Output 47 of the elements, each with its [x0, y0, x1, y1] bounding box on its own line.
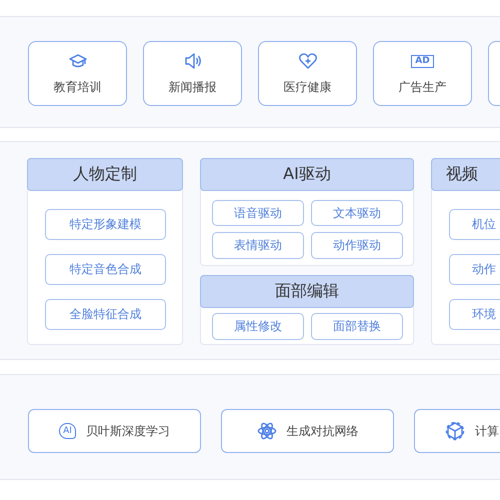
- feature-box: [212, 200, 304, 226]
- technology-label: 生成对抗网络: [286, 422, 358, 440]
- panel-header: 视频: [431, 158, 500, 191]
- feature-label: 机位: [472, 216, 496, 233]
- scenario-card: [373, 41, 472, 106]
- feature-box: [45, 254, 166, 285]
- feature-label: 属性修改: [234, 318, 282, 335]
- section-band: [0, 141, 500, 360]
- section-band: [0, 374, 500, 480]
- feature-label: 表情驱动: [234, 237, 282, 254]
- technology-card: [414, 409, 500, 453]
- ai-head-sign: AI: [59, 423, 76, 439]
- panel-header: 面部编辑: [200, 275, 414, 308]
- feature-box: [45, 299, 166, 330]
- panel-header: AI驱动: [200, 158, 414, 191]
- feature-label: 文本驱动: [333, 204, 381, 222]
- technology-label: 计算: [475, 422, 499, 440]
- feature-label: 语音驱动: [234, 204, 282, 222]
- feature-box: [311, 232, 403, 259]
- feature-box: [212, 313, 304, 340]
- ad-sign: AD: [411, 54, 434, 68]
- scenario-card: [28, 41, 127, 106]
- card-label: 广告生产: [398, 79, 446, 96]
- scenario-card: [143, 41, 242, 106]
- feature-box: [212, 232, 304, 259]
- feature-label: 特定音色合成: [70, 261, 142, 278]
- card-label: 医疗健康: [284, 79, 332, 96]
- feature-label: 环境: [472, 306, 496, 323]
- technology-label: 贝叶斯深度学习: [86, 422, 170, 440]
- card-label: 教育培训: [54, 79, 102, 96]
- panel-header: 人物定制: [27, 158, 183, 191]
- technology-card: [221, 409, 394, 453]
- technology-card: [28, 409, 201, 453]
- module-panel: [200, 158, 414, 266]
- feature-box: [45, 209, 166, 240]
- module-panel: [27, 158, 183, 345]
- feature-label: 面部替换: [333, 318, 381, 335]
- feature-label: 全脸特征合成: [70, 306, 142, 323]
- card-label: 新闻播报: [168, 79, 216, 96]
- feature-box: [311, 313, 403, 340]
- module-panel: [200, 275, 414, 345]
- section-band: [0, 16, 500, 128]
- feature-box: [311, 200, 403, 226]
- feature-label: 动作驱动: [333, 237, 381, 254]
- feature-label: 动作: [472, 261, 496, 278]
- scenario-card: [258, 41, 357, 106]
- feature-label: 特定形象建模: [70, 216, 142, 233]
